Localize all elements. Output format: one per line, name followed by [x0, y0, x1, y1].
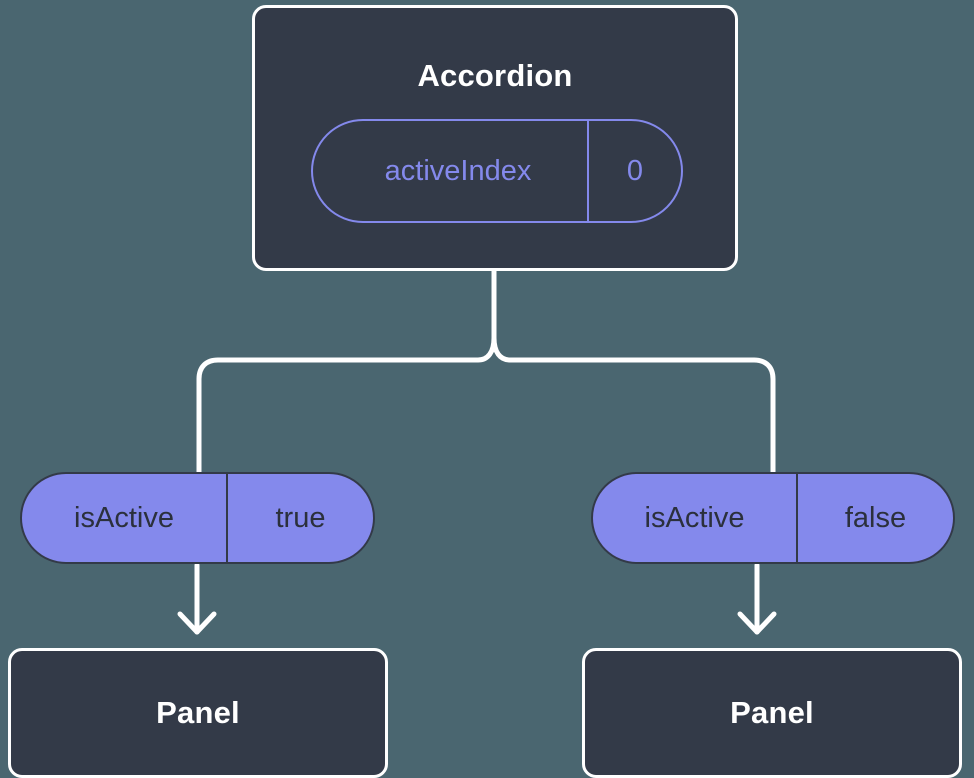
- state-badge-key: activeIndex: [313, 121, 589, 221]
- prop-pill-is-active-false[interactable]: isActive false: [591, 472, 955, 564]
- prop-pill-key: isActive: [22, 474, 228, 562]
- connector-fork-left: [196, 335, 497, 475]
- node-panel-right-title: Panel: [730, 695, 814, 730]
- node-accordion[interactable]: Accordion activeIndex 0: [252, 5, 738, 271]
- state-badge-active-index[interactable]: activeIndex 0: [311, 119, 683, 223]
- prop-pill-value: true: [275, 501, 326, 534]
- node-panel-left[interactable]: Panel: [8, 648, 388, 778]
- state-badge-value: 0: [626, 154, 644, 187]
- connector-left-arrow-head: [177, 611, 217, 635]
- node-panel-left-title: Panel: [156, 695, 240, 730]
- connector-right-arrow-head: [737, 611, 777, 635]
- prop-pill-is-active-true[interactable]: isActive true: [20, 472, 375, 564]
- prop-pill-key: isActive: [593, 474, 798, 562]
- connector-fork-right: [491, 335, 776, 475]
- node-accordion-title: Accordion: [417, 58, 573, 93]
- prop-pill-value: false: [844, 501, 907, 534]
- node-panel-right[interactable]: Panel: [582, 648, 962, 778]
